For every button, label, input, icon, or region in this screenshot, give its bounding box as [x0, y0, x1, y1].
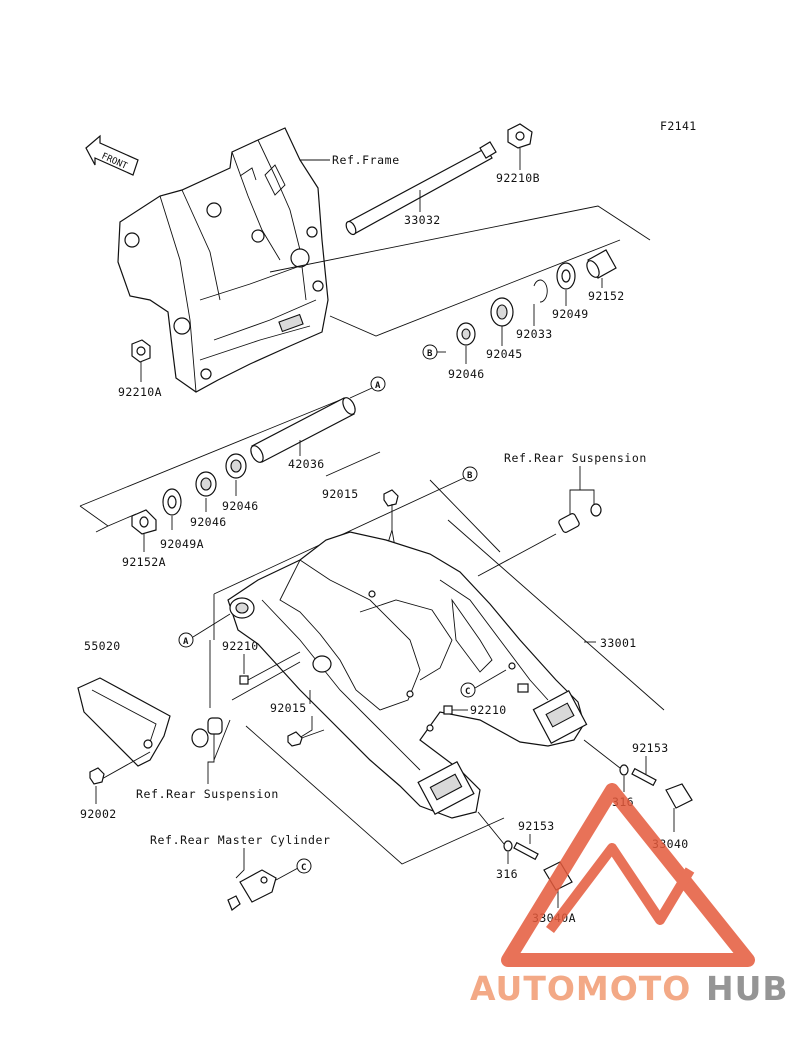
bearing-set-guide: [269, 205, 651, 337]
svg-text:A: A: [375, 381, 381, 391]
ref-rear-suspension-top: Ref.Rear Suspension: [504, 451, 647, 465]
bushing-rear-susp-bottom: [191, 717, 223, 748]
frame-illustration: [117, 127, 329, 393]
diagram-code: F2141: [660, 119, 697, 133]
label-92152: 92152: [588, 289, 625, 303]
callout-a-lower: A: [178, 632, 194, 648]
label-92046-top: 92046: [448, 367, 485, 381]
label-92045: 92045: [486, 347, 523, 361]
label-92049: 92049: [552, 307, 589, 321]
callout-c-lower: C: [296, 858, 312, 874]
ref-frame-label: Ref.Frame: [332, 153, 400, 167]
bolt-92002: [89, 767, 105, 785]
bolt-92153-a: [631, 767, 657, 787]
label-92152a: 92152A: [122, 555, 166, 569]
label-92015-top: 92015: [322, 487, 359, 501]
watermark-text-b: HUB: [706, 969, 789, 1008]
needle-bearing-92046-top: [456, 322, 476, 346]
callout-b-mid: B: [462, 466, 478, 482]
bearing-92045: [490, 297, 514, 327]
label-92210-left: 92210: [222, 639, 259, 653]
nut-92210b: [507, 123, 533, 149]
bolt-92153-b: [513, 841, 539, 861]
adjuster-33040: [665, 783, 693, 809]
chain-guide-55020: [77, 677, 171, 767]
svg-text:B: B: [467, 471, 473, 481]
label-42036: 42036: [288, 457, 325, 471]
label-92046-b: 92046: [190, 515, 227, 529]
watermark-logo: [501, 783, 755, 967]
guide-92210-left: [209, 640, 301, 708]
ref-rear-master-cylinder: Ref.Rear Master Cylinder: [150, 833, 331, 847]
front-arrow-icon: FRONT: [85, 134, 139, 176]
bushing-rear-susp-top: [558, 503, 602, 533]
label-33032: 33032: [404, 213, 441, 227]
needle-bearing-92046-a: [225, 453, 247, 479]
svg-text:A: A: [183, 637, 189, 647]
label-92002: 92002: [80, 807, 117, 821]
watermark-text-a: AUTOMOTO: [470, 969, 691, 1008]
seal-92049: [556, 262, 576, 290]
collar-92152: [586, 249, 617, 279]
label-92049a: 92049A: [160, 537, 204, 551]
nut-92210a: [131, 339, 151, 363]
label-92153-a: 92153: [632, 741, 669, 755]
guide-lower: [245, 725, 505, 865]
label-55020: 55020: [84, 639, 121, 653]
nut-92015-top: [383, 489, 399, 507]
callout-c-mid: C: [460, 682, 476, 698]
label-92210-right: 92210: [470, 703, 507, 717]
label-33001: 33001: [600, 636, 637, 650]
washer-316-a: [619, 764, 629, 776]
bracket-rear-master: [227, 869, 277, 911]
callout-b-upper: B: [422, 344, 438, 360]
bolt-92210-left: [239, 675, 249, 685]
svg-text:C: C: [465, 687, 470, 697]
swingarm-guide-b: [447, 519, 665, 711]
circlip-92033: [533, 279, 548, 303]
swingarm-33001: [227, 531, 588, 819]
collar-92152a: [131, 509, 157, 535]
ref-rear-suspension-bottom: Ref.Rear Suspension: [136, 787, 279, 801]
sleeve-42036: [250, 397, 356, 463]
guide-rear-susp-bottom: [213, 719, 231, 761]
seal-92049a: [162, 488, 182, 516]
label-92033: 92033: [516, 327, 553, 341]
bolt-92210-right: [443, 705, 453, 715]
label-316-b: 316: [496, 867, 518, 881]
washer-316-b: [503, 840, 513, 852]
label-92015-bottom: 92015: [270, 701, 307, 715]
label-92153-b: 92153: [518, 819, 555, 833]
label-92046-a: 92046: [222, 499, 259, 513]
nut-92015-bottom: [287, 731, 303, 747]
callout-a-upper: A: [370, 376, 386, 392]
label-92210b: 92210B: [496, 171, 540, 185]
needle-bearing-92046-b: [195, 471, 217, 497]
svg-text:B: B: [427, 349, 433, 359]
lower-bearing-guide: [79, 399, 341, 533]
label-92210a: 92210A: [118, 385, 162, 399]
svg-text:C: C: [301, 863, 306, 873]
